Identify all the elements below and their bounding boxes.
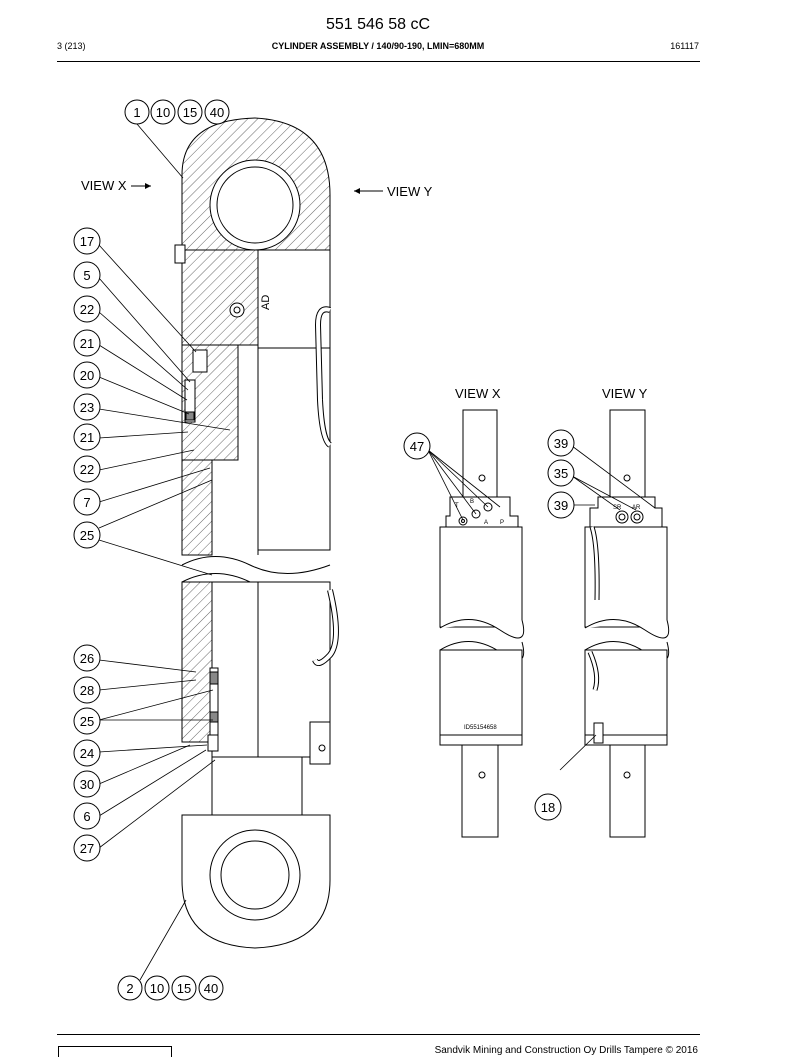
page-count: 3 (213) xyxy=(57,41,86,51)
svg-text:24: 24 xyxy=(80,746,94,761)
svg-text:17: 17 xyxy=(80,234,94,249)
svg-text:A: A xyxy=(484,520,488,526)
svg-text:P: P xyxy=(500,520,504,526)
tube-wall-upper xyxy=(181,459,213,556)
svg-text:28: 28 xyxy=(80,683,94,698)
balloon: 26 xyxy=(73,644,101,672)
view-x-arrow-label: VIEW X xyxy=(81,178,127,193)
main-cylinder-section: AD xyxy=(174,117,339,949)
date-code: 161117 xyxy=(670,41,699,51)
svg-text:27: 27 xyxy=(80,841,94,856)
svg-text:10: 10 xyxy=(150,981,164,996)
balloon: 23 xyxy=(73,393,101,421)
balloon: 21 xyxy=(73,423,101,451)
svg-text:T: T xyxy=(455,503,459,509)
svg-text:6: 6 xyxy=(83,809,90,824)
balloon: 18 xyxy=(534,793,562,821)
balloon: 22 xyxy=(73,455,101,483)
svg-text:21: 21 xyxy=(80,430,94,445)
balloon: 10 xyxy=(150,99,176,125)
svg-text:22: 22 xyxy=(80,462,94,477)
balloon: 39 xyxy=(547,491,575,519)
view-y-title: VIEW Y xyxy=(602,386,648,401)
tube-wall-lower xyxy=(181,581,213,743)
svg-text:26: 26 xyxy=(80,651,94,666)
balloon: 15 xyxy=(177,99,203,125)
svg-text:10: 10 xyxy=(156,105,170,120)
svg-text:40: 40 xyxy=(204,981,218,996)
bottom-balloon-group: 2 10 15 40 xyxy=(117,899,224,1001)
head-plug xyxy=(174,244,186,264)
balloon: 10 xyxy=(144,975,170,1001)
balloon: 35 xyxy=(547,459,575,487)
id-plate: ID55154658 xyxy=(464,725,497,731)
view-x-detail: VIEW X T B A P ID55154658 xyxy=(427,386,525,838)
balloon: 25 xyxy=(73,707,101,735)
balloon: 7 xyxy=(73,488,101,516)
svg-text:21: 21 xyxy=(80,336,94,351)
balloon: 27 xyxy=(73,834,101,862)
lower-rod xyxy=(211,756,303,816)
left-balloons: 17 5 22 21 20 23 21 22 7 25 26 28 25 24 … xyxy=(73,227,101,862)
view-y-arrow-label: VIEW Y xyxy=(387,184,433,199)
balloon: 47 xyxy=(403,432,431,460)
balloon: 24 xyxy=(73,739,101,767)
svg-text:25: 25 xyxy=(80,528,94,543)
svg-text:30: 30 xyxy=(80,777,94,792)
svg-text:2: 2 xyxy=(126,981,133,996)
balloon: 15 xyxy=(171,975,197,1001)
view-y-detail: VIEW Y SR AR xyxy=(559,386,670,838)
copyright-text: Sandvik Mining and Construction Oy Drill… xyxy=(434,1045,698,1056)
document-number: 551 546 58 cC xyxy=(325,16,431,33)
head-port xyxy=(229,302,245,318)
balloon: 17 xyxy=(73,227,101,255)
balloon: 5 xyxy=(73,261,101,289)
svg-text:1: 1 xyxy=(133,105,140,120)
svg-text:39: 39 xyxy=(554,498,568,513)
balloon: 40 xyxy=(204,99,230,125)
balloon: 22 xyxy=(73,295,101,323)
balloon: 20 xyxy=(73,361,101,389)
svg-text:39: 39 xyxy=(554,436,568,451)
view-x-title: VIEW X xyxy=(455,386,501,401)
balloon: 21 xyxy=(73,329,101,357)
cylinder-head xyxy=(181,249,259,346)
svg-text:B: B xyxy=(470,499,474,505)
svg-text:AR: AR xyxy=(632,505,641,511)
svg-text:20: 20 xyxy=(80,368,94,383)
left-balloon-group xyxy=(98,244,231,849)
svg-text:40: 40 xyxy=(210,105,224,120)
balloon: 30 xyxy=(73,770,101,798)
svg-text:7: 7 xyxy=(83,495,90,510)
svg-text:15: 15 xyxy=(183,105,197,120)
balloon: 25 xyxy=(73,521,101,549)
top-balloon-group: 1 10 15 40 xyxy=(124,99,230,179)
break-line-upper xyxy=(181,556,331,574)
svg-text:35: 35 xyxy=(554,466,568,481)
svg-text:18: 18 xyxy=(541,800,555,815)
svg-text:23: 23 xyxy=(80,400,94,415)
balloon: 1 xyxy=(124,99,150,125)
svg-text:22: 22 xyxy=(80,302,94,317)
svg-text:47: 47 xyxy=(410,439,424,454)
bottom-bearing-inner xyxy=(220,840,290,910)
rod-eye-code: AD xyxy=(260,295,272,310)
top-bearing-inner xyxy=(216,166,294,244)
balloon: 39 xyxy=(547,429,575,457)
view-arrows: VIEW X VIEW Y xyxy=(81,178,433,199)
piston xyxy=(181,344,239,461)
balloon: 28 xyxy=(73,676,101,704)
header-rule xyxy=(57,61,700,62)
svg-text:25: 25 xyxy=(80,714,94,729)
svg-text:15: 15 xyxy=(177,981,191,996)
balloon: 40 xyxy=(198,975,224,1001)
balloon: 6 xyxy=(73,802,101,830)
balloon: 2 xyxy=(117,975,143,1001)
svg-text:5: 5 xyxy=(83,268,90,283)
footer-rule xyxy=(57,1034,700,1035)
page-title: CYLINDER ASSEMBLY / 140/90-190, LMIN=680… xyxy=(271,41,485,51)
company-logo xyxy=(58,1046,172,1057)
